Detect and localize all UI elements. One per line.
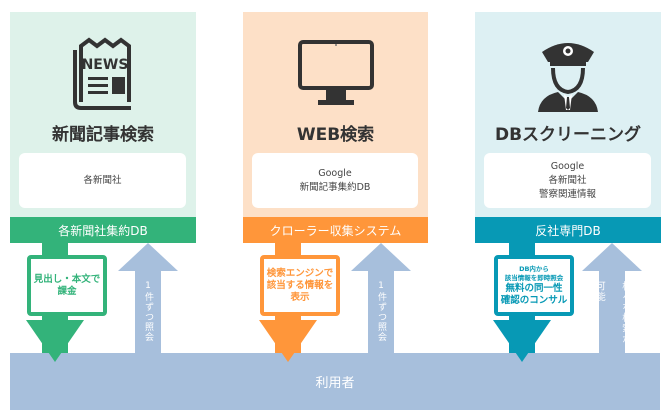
up-arrow-label: 1件ずつ照会 — [143, 281, 153, 342]
db-sources-box: Google 各新聞社 警察関連情報 — [484, 153, 651, 208]
news-search-title: 新聞記事検索 — [52, 125, 154, 145]
box-line: 課金 — [57, 285, 77, 297]
news-down-arrow-head — [26, 320, 84, 362]
police-officer-icon — [538, 43, 598, 112]
db-screening-panel: DBスクリーニング Google 各新聞社 警察関連情報 — [475, 12, 661, 218]
db-down-arrow-head — [493, 320, 551, 362]
news-charge-box: 見出し・本文で 課金 — [27, 255, 107, 316]
up-arrow-label: 1件ずつ照会 — [376, 281, 386, 342]
box-line: 検索エンジンで — [266, 267, 334, 279]
user-bar: 利用者 — [10, 353, 660, 410]
box-line: 確認のコンサル — [500, 294, 568, 306]
news-search-panel: NEWS 新聞記事検索 各新聞社 — [10, 12, 196, 218]
monitor-icon — [297, 40, 374, 105]
box-line: 表示 — [290, 291, 310, 303]
news-db-band: 各新聞社集約DB — [10, 217, 196, 243]
news-up-arrow: 1件ずつ照会 — [118, 243, 178, 354]
source-item: Google — [318, 167, 352, 179]
news-sources-box: 各新聞社 — [19, 153, 186, 208]
source-item: 警察関連情報 — [538, 188, 596, 200]
web-display-box: 検索エンジンで 該当する情報を 表示 — [260, 255, 340, 316]
web-search-panel: WEB検索 Google 新聞記事集約DB — [243, 12, 428, 218]
web-up-arrow: 1件ずつ照会 — [351, 243, 411, 354]
crawler-band: クローラー収集システム — [243, 217, 428, 243]
svg-text:NEWS: NEWS — [82, 57, 129, 73]
db-screening-title: DBスクリーニング — [494, 125, 642, 145]
box-line: 該当する情報を — [266, 279, 334, 291]
source-item: 新聞記事集約DB — [299, 181, 371, 193]
box-line: 見出し・本文で — [33, 273, 101, 285]
newspaper-icon: NEWS — [73, 37, 131, 110]
source-item: 各新聞社 — [83, 174, 122, 186]
box-line: 無料の同一性 — [505, 282, 563, 294]
source-item: 各新聞社 — [548, 174, 587, 186]
antisocial-db-band: 反社専門DB — [475, 217, 661, 243]
box-small-line: 該当情報を即時照会 — [504, 273, 564, 282]
db-consult-box: DB内から 該当情報を即時照会 無料の同一性 確認のコンサル — [494, 255, 574, 316]
web-sources-box: Google 新聞記事集約DB — [252, 153, 418, 208]
web-down-arrow-head — [259, 320, 317, 362]
web-search-title: WEB検索 — [296, 125, 375, 145]
db-up-arrow: 様々な検索が可能 — [582, 243, 642, 354]
up-arrow-label: 様々な検索が可能 — [594, 281, 631, 344]
source-item: Google — [550, 160, 585, 172]
box-small-line: DB内から — [519, 264, 549, 273]
